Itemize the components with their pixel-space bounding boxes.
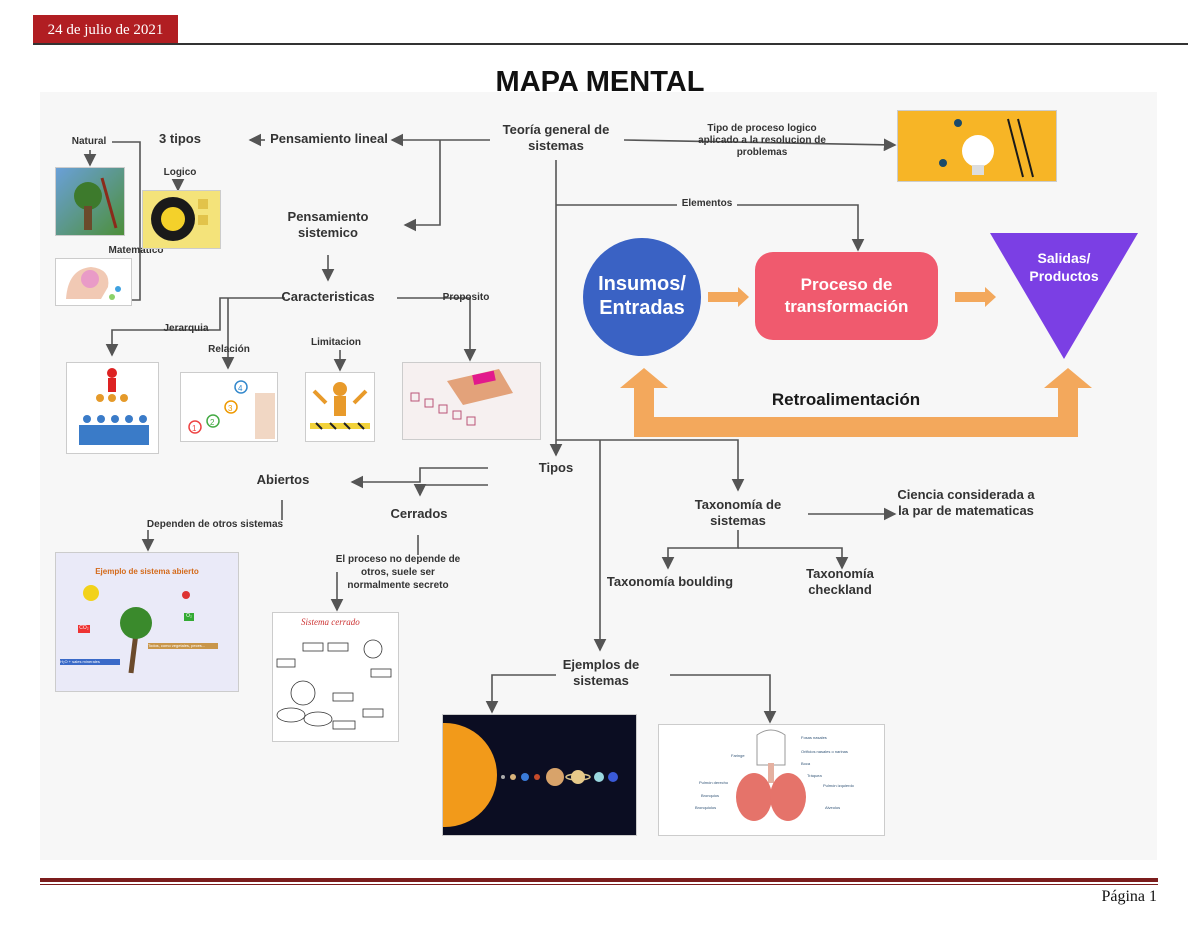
node-relacion: Relación	[208, 344, 250, 355]
retroalimentacion-label: Retroalimentación	[771, 390, 921, 409]
relacion-step: 4	[238, 384, 243, 393]
header-rule	[33, 43, 1188, 45]
anatomia-label: Orificios nasales o narinas	[801, 749, 848, 754]
node-proceso-no-depende: El proceso no depende de otros, suele se…	[335, 554, 461, 591]
anatomia-label: Fosas nasales	[801, 735, 827, 740]
node-taxonomia-checkland: Taxonomía checkland	[806, 566, 874, 597]
sistema-cerrado-title: Sistema cerrado	[301, 617, 360, 627]
anatomia-label: Bronquios	[701, 793, 720, 798]
limitacion-image	[305, 372, 375, 442]
proceso-box	[755, 252, 938, 340]
relacion-step: 2	[210, 418, 215, 427]
solar-system-image	[442, 714, 637, 836]
relacion-step: 1	[192, 424, 197, 433]
node-teoria-general: Teoría general de sistemas	[502, 122, 610, 153]
sistema-abierto-image: Ejemplo de sistema abierto CO₂ O₂ Todos,…	[55, 552, 239, 692]
insumos-label: Insumos/ Entradas	[598, 273, 686, 319]
relacion-step: 3	[228, 404, 233, 413]
anatomia-label: Pulmón derecho	[699, 780, 729, 785]
abierto-bottom: H₂O + sales minerales	[60, 659, 100, 664]
page-number: Página 1	[1101, 888, 1157, 905]
node-ejemplos: Ejemplos de sistemas	[562, 657, 640, 688]
footer-rule-thin	[40, 884, 1158, 885]
anatomia-label: Boca	[801, 761, 811, 766]
o2-label: O₂	[186, 613, 192, 619]
jerarquia-image	[66, 362, 159, 454]
anatomia-label: Bronquiolos	[695, 805, 717, 810]
matematico-image	[55, 258, 132, 306]
node-proposito: Proposito	[442, 292, 490, 303]
date-badge: 24 de julio de 2021	[33, 15, 178, 45]
node-3-tipos: 3 tipos	[159, 131, 201, 146]
proceso-label: Proceso de transformación	[784, 275, 909, 316]
insumos-circle	[583, 238, 701, 356]
node-jerarquia: Jerarquia	[163, 323, 209, 334]
logico-image	[142, 190, 221, 249]
node-ciencia: Ciencia considerada a la par de matemati…	[897, 487, 1035, 518]
respiratory-system-image: Fosas nasales Orificios nasales o narina…	[658, 724, 885, 836]
node-taxonomia-boulding: Taxonomía boulding	[606, 574, 734, 589]
node-pensamiento-sistemico: Pensamiento sistemico	[287, 209, 369, 240]
node-matematico: Matematico	[108, 245, 164, 256]
salidas-triangle	[990, 233, 1138, 359]
sistema-abierto-title: Ejemplo de sistema abierto	[95, 567, 199, 576]
co2-label: CO₂	[79, 625, 89, 631]
node-tipo-proceso: Tipo de proceso logico aplicado a la res…	[698, 123, 826, 158]
relacion-image: 1 2 3 4	[180, 372, 278, 442]
node-natural: Natural	[71, 136, 107, 147]
anatomia-label: Pulmón izquierdo	[823, 783, 854, 788]
problem-solving-image	[897, 110, 1057, 182]
node-logico: Logico	[163, 167, 197, 178]
anatomia-label: Tráquea	[807, 773, 822, 778]
node-caracteristicas: Caracteristicas	[281, 289, 375, 304]
node-abiertos: Abiertos	[256, 472, 310, 487]
abierto-caption: Todos, como vegetales, peces...	[148, 643, 206, 648]
node-taxonomia-sistemas: Taxonomía de sistemas	[694, 497, 782, 528]
node-cerrados: Cerrados	[390, 506, 448, 521]
salidas-label: Salidas/ Productos	[1029, 250, 1099, 284]
proposito-image	[402, 362, 541, 440]
node-limitacion: Limitacion	[310, 337, 361, 348]
node-pensamiento-lineal: Pensamiento lineal	[270, 131, 388, 146]
anatomia-label: Alveolos	[825, 805, 841, 810]
node-elementos: Elementos	[677, 198, 737, 210]
anatomia-label: Faringe	[731, 753, 745, 758]
node-dependen: Dependen de otros sistemas	[146, 519, 284, 530]
natural-image	[55, 167, 125, 236]
node-tipos: Tipos	[538, 460, 574, 475]
sistema-cerrado-image: Sistema cerrado	[272, 612, 399, 742]
footer-rule	[40, 878, 1158, 882]
